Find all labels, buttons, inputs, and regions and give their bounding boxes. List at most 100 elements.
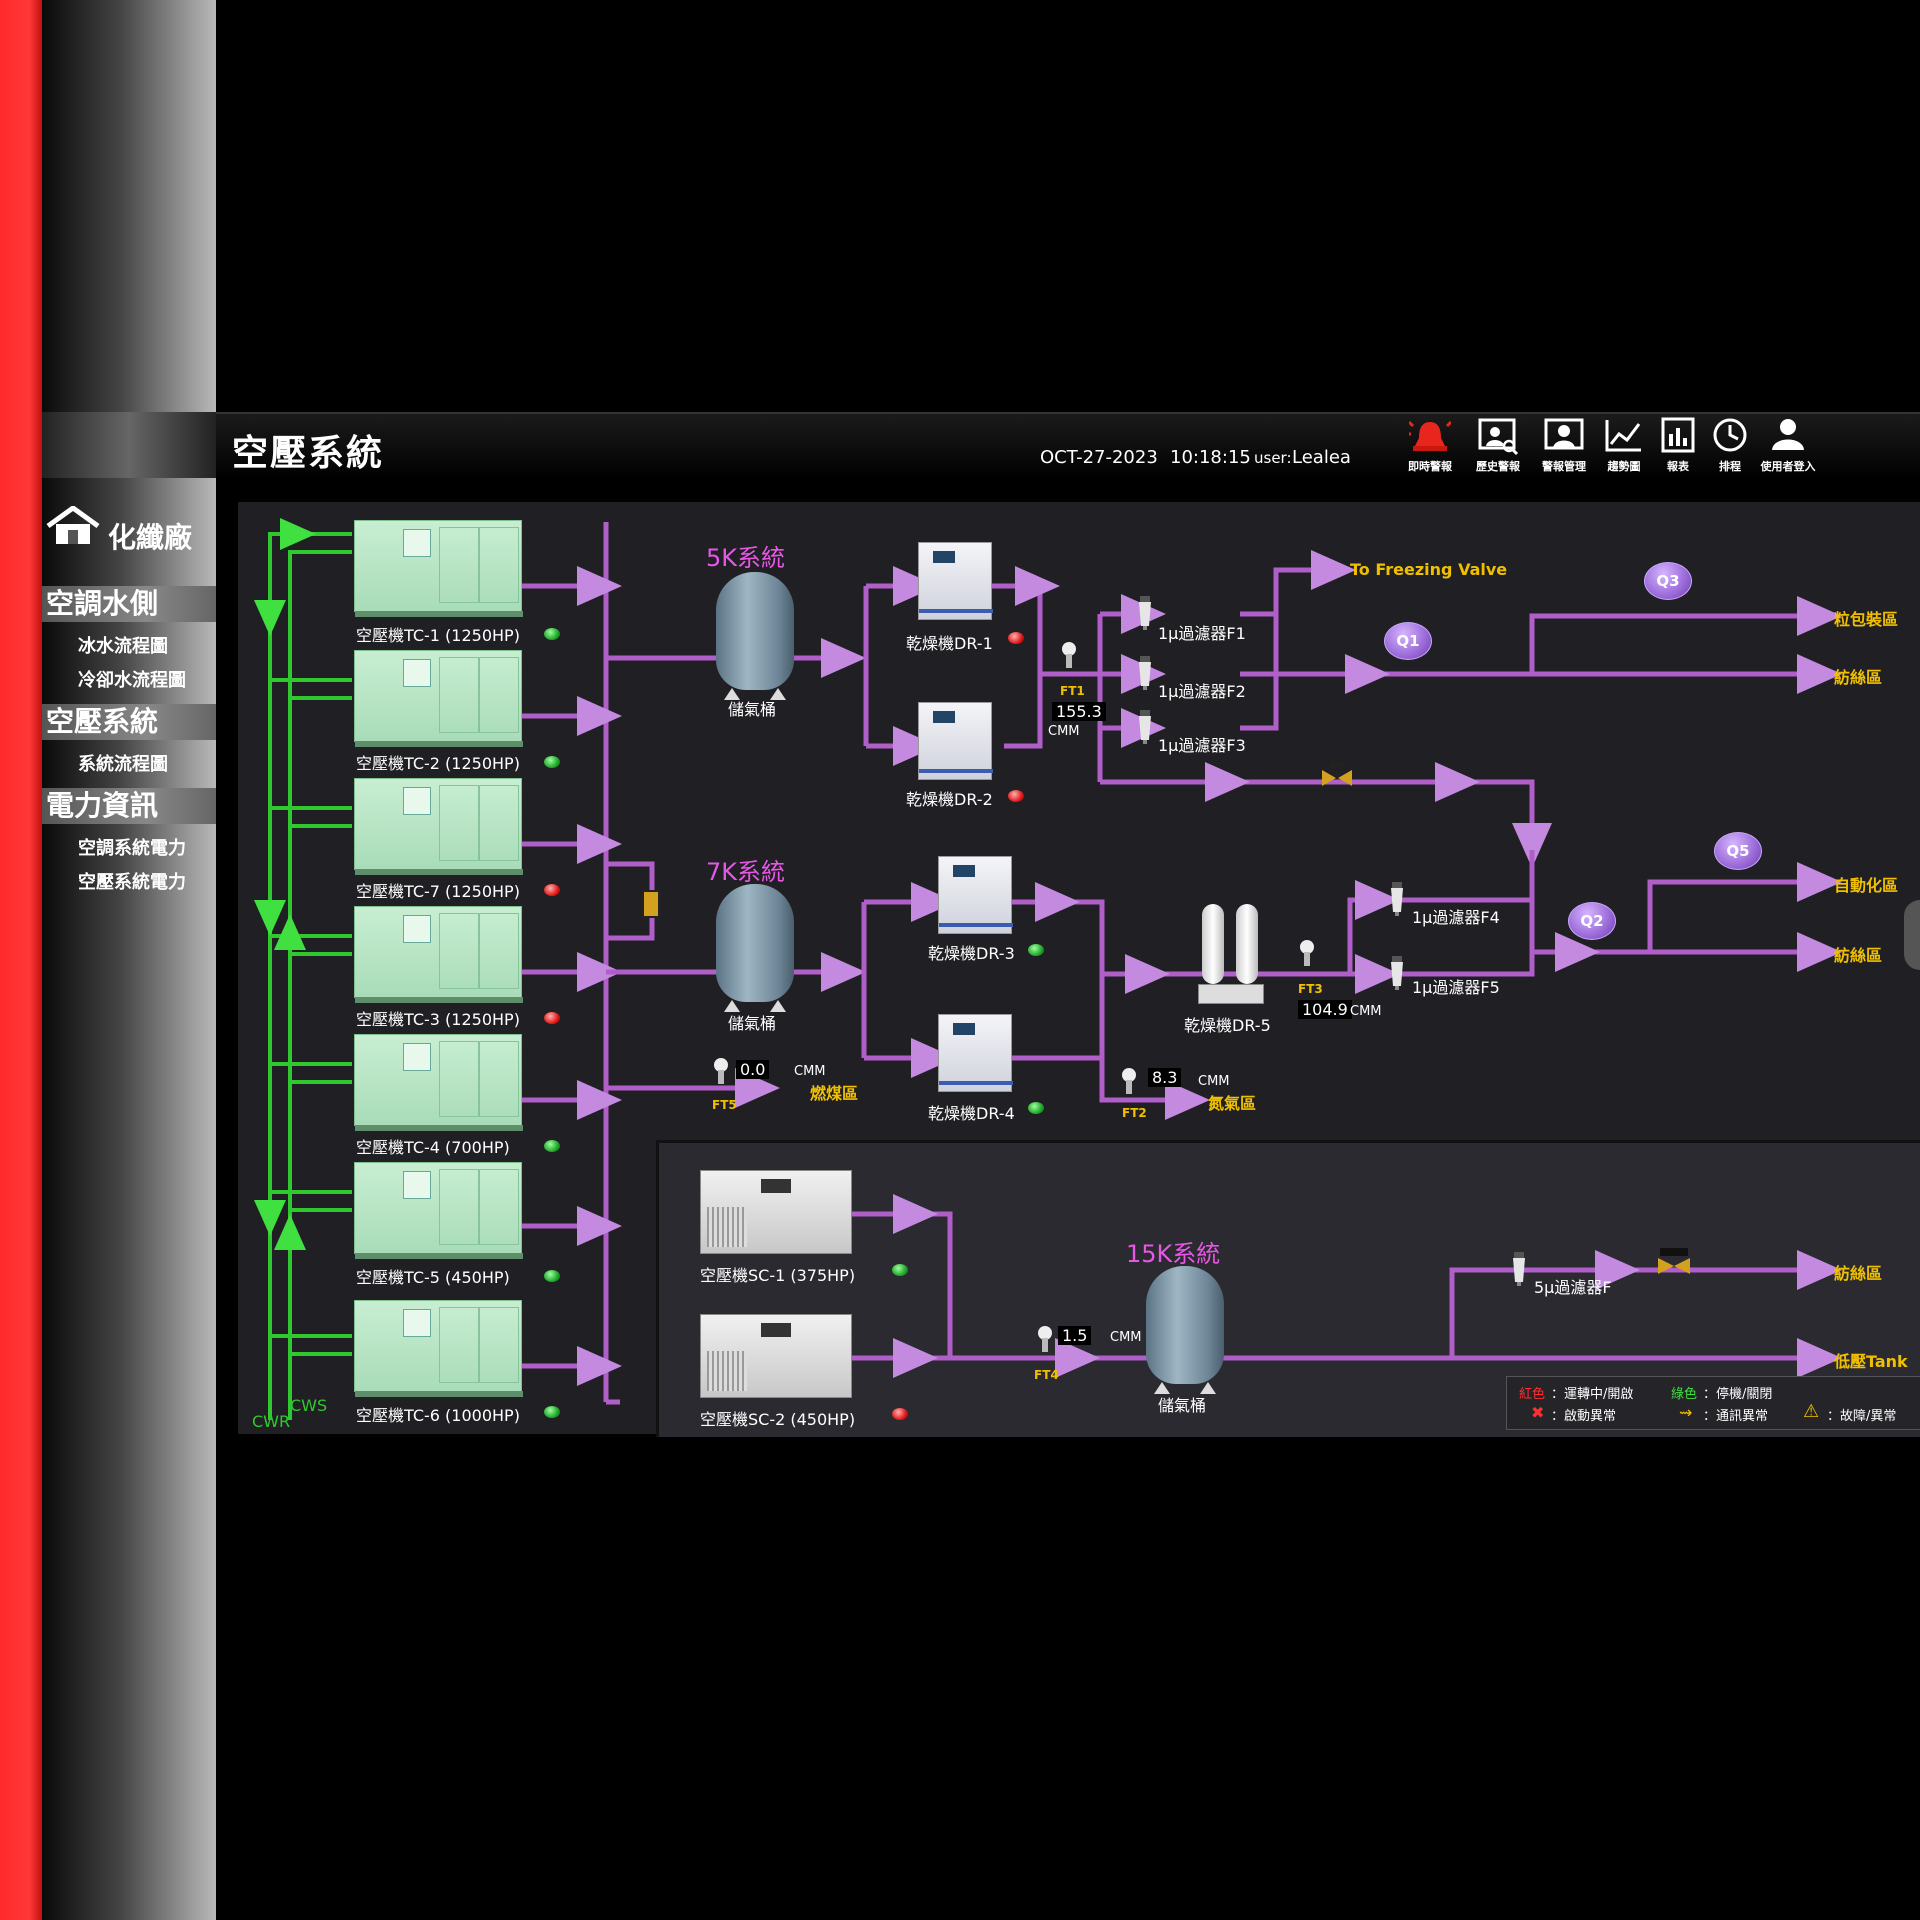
ft5-tag: FT5 — [712, 1098, 737, 1112]
dryer-dr4-status — [1028, 1102, 1044, 1114]
filter-f4-icon[interactable] — [1390, 882, 1404, 916]
toolbar-history-alarm[interactable]: 歷史警報 — [1470, 414, 1526, 473]
dryer-dr3[interactable] — [938, 856, 1013, 934]
q3-sensor[interactable]: Q3 — [1644, 562, 1692, 600]
alarm-management-icon — [1544, 418, 1584, 450]
dest-low-pressure-tank: 低壓Tank — [1834, 1352, 1908, 1371]
compressor-tc1[interactable] — [354, 520, 523, 617]
flowmeter-ft5-icon[interactable] — [710, 1056, 730, 1086]
filter-f5-icon[interactable] — [1390, 956, 1404, 990]
legend-green-text: ：停機/關閉 — [1703, 1387, 1773, 1402]
user-name: Lealea — [1292, 447, 1351, 468]
ft4-value: 1.5 — [1058, 1326, 1092, 1345]
nav-item-cooling-water[interactable]: 冷卻水流程圖 — [78, 670, 186, 691]
side-scroll-handle[interactable] — [1904, 900, 1920, 970]
compressor-tc7[interactable] — [354, 778, 523, 875]
compressor-tc5[interactable] — [354, 1162, 523, 1259]
dryer-dr1-label: 乾燥機DR-1 — [906, 634, 993, 653]
page-title: 空壓系統 — [232, 433, 385, 474]
system-15k-title: 15K系統 — [1126, 1240, 1221, 1268]
q5-sensor[interactable]: Q5 — [1714, 832, 1762, 870]
filter-f1-label: 1μ過濾器F1 — [1158, 624, 1246, 643]
legend-green-word: 綠色 — [1671, 1387, 1698, 1402]
ft3-unit: CMM — [1350, 1004, 1382, 1019]
nav-section-compressed-air[interactable]: 空壓系統 — [42, 704, 216, 740]
ft2-value: 8.3 — [1148, 1068, 1182, 1087]
bypass-valve-icon[interactable] — [642, 890, 660, 918]
ft1-tag: FT1 — [1060, 684, 1085, 698]
tank-5k[interactable] — [716, 572, 794, 700]
dryer-dr4[interactable] — [938, 1014, 1013, 1092]
header-time: 10:18:15 — [1170, 447, 1251, 468]
header-date: OCT-27-2023 — [1040, 447, 1158, 468]
toolbar-alarm-management[interactable]: 警報管理 — [1536, 414, 1592, 473]
compressor-tc4-status — [544, 1140, 560, 1152]
dest-automation: 自動化區 — [1834, 876, 1899, 895]
compressor-tc3[interactable] — [354, 906, 523, 1003]
sidebar-header-strip — [42, 412, 216, 478]
legend-red-text: ：運轉中/開啟 — [1551, 1387, 1634, 1402]
compressor-tc1-label: 空壓機TC-1 (1250HP) — [356, 626, 520, 645]
dryer-dr2[interactable] — [918, 702, 993, 780]
tank-15k[interactable] — [1146, 1266, 1224, 1394]
schedule-clock-icon — [1713, 418, 1747, 452]
cws-main-pipe — [288, 550, 352, 1420]
valve-15k-icon[interactable] — [1656, 1248, 1692, 1278]
toolbar-realtime-alarm[interactable]: 即時警報 — [1402, 414, 1458, 473]
dest-spinning-2: 紡絲區 — [1834, 946, 1883, 965]
compressor-sc2[interactable] — [700, 1314, 852, 1398]
q1-sensor[interactable]: Q1 — [1384, 622, 1432, 660]
nav-item-air-power[interactable]: 空壓系統電力 — [78, 872, 186, 893]
comm-fault-icon: ⇝ — [1679, 1403, 1693, 1422]
nav-section-aircon-water[interactable]: 空調水側 — [42, 586, 216, 622]
compressor-sc1-label: 空壓機SC-1 (375HP) — [700, 1266, 856, 1285]
filter-f1-icon[interactable] — [1138, 596, 1152, 630]
factory-label[interactable]: 化纖廠 — [108, 521, 193, 554]
compressor-sc2-label: 空壓機SC-2 (450HP) — [700, 1410, 856, 1429]
valve-icon[interactable] — [1320, 762, 1354, 790]
compressor-tc2-status — [544, 756, 560, 768]
compressor-tc6[interactable] — [354, 1300, 523, 1397]
compressor-tc2-label: 空壓機TC-2 (1250HP) — [356, 754, 520, 773]
legend-red-word: 紅色 — [1519, 1387, 1546, 1402]
toolbar-schedule[interactable]: 排程 — [1702, 414, 1758, 473]
filter-f3-label: 1μ過濾器F3 — [1158, 736, 1246, 755]
filter-f2-icon[interactable] — [1138, 656, 1152, 690]
compressor-tc2[interactable] — [354, 650, 523, 747]
dryer-dr2-status — [1008, 790, 1024, 802]
cwr-main-pipe — [268, 532, 352, 1420]
nav-item-aircon-power[interactable]: 空調系統電力 — [78, 838, 186, 859]
compressor-tc3-label: 空壓機TC-3 (1250HP) — [356, 1010, 520, 1029]
dest-freezing-valve: To Freezing Valve — [1350, 560, 1508, 579]
toolbar-report[interactable]: 報表 — [1650, 414, 1706, 473]
legend-comm-fault: ：通訊異常 — [1703, 1409, 1769, 1424]
user-login-icon — [1772, 419, 1804, 450]
compressor-tc5-status — [544, 1270, 560, 1282]
tank-7k[interactable] — [716, 884, 794, 1012]
nav-section-power-info[interactable]: 電力資訊 — [42, 788, 216, 824]
dryer-dr2-label: 乾燥機DR-2 — [906, 790, 993, 809]
ft4-unit: CMM — [1110, 1330, 1142, 1345]
cwr-label: CWR — [252, 1412, 291, 1431]
filter-f5-label: 1μ過濾器F5 — [1412, 978, 1500, 997]
flowmeter-ft2-icon[interactable] — [1118, 1066, 1138, 1096]
nav-item-chilled-water[interactable]: 冰水流程圖 — [78, 636, 168, 657]
nav-item-system-flow[interactable]: 系統流程圖 — [78, 754, 168, 775]
dryer-dr1[interactable] — [918, 542, 993, 620]
home-icon[interactable] — [44, 504, 102, 550]
dryer-dr4-label: 乾燥機DR-4 — [928, 1104, 1015, 1123]
filter-f3-icon[interactable] — [1138, 710, 1152, 744]
dryer-dr5[interactable] — [1196, 898, 1266, 1010]
toolbar-trend[interactable]: 趨勢圖 — [1596, 414, 1652, 473]
toolbar-user-login[interactable]: 使用者登入 — [1760, 414, 1816, 473]
flowmeter-ft4-icon[interactable] — [1034, 1324, 1054, 1354]
flowmeter-ft1-icon[interactable] — [1058, 640, 1078, 670]
dest-coal: 燃煤區 — [810, 1084, 859, 1103]
warning-icon: ⚠ — [1803, 1401, 1820, 1422]
flowmeter-ft3-icon[interactable] — [1296, 938, 1316, 968]
compressor-tc4[interactable] — [354, 1034, 523, 1131]
compressor-sc1[interactable] — [700, 1170, 852, 1254]
dryer-dr3-status — [1028, 944, 1044, 956]
q2-sensor[interactable]: Q2 — [1568, 902, 1616, 940]
filter-5u-icon[interactable] — [1512, 1252, 1526, 1286]
